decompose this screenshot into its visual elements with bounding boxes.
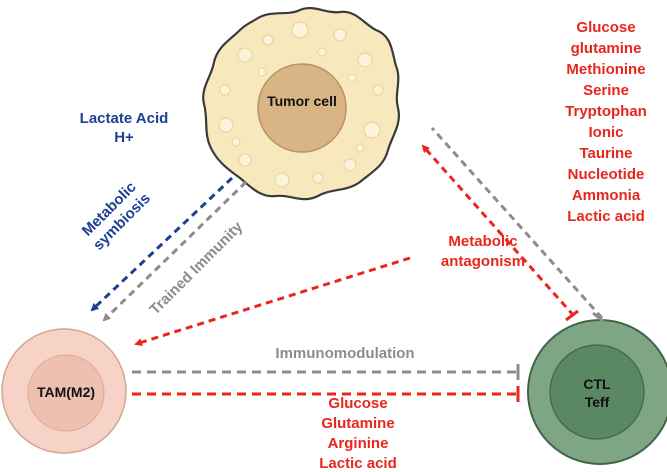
metabolite-item: Lactic acid bbox=[567, 208, 645, 225]
ctl-label: CTL bbox=[583, 376, 611, 392]
teff-label: Teff bbox=[585, 394, 610, 410]
metabolite-item: Ionic bbox=[588, 124, 623, 141]
trained-immunity-label: Trained Immunity bbox=[146, 218, 246, 318]
metabolite-item: Ammonia bbox=[572, 187, 641, 204]
tumor-cell bbox=[202, 6, 400, 201]
metabolite-item: Glucose bbox=[328, 395, 387, 412]
metabolite-item: Glutamine bbox=[321, 415, 394, 432]
metabolite-item: Taurine bbox=[579, 145, 632, 162]
metabolic-antagonism-label-1: Metabolic bbox=[448, 233, 517, 250]
metabolite-item: Nucleotide bbox=[568, 166, 645, 183]
metabolite-item: Methionine bbox=[566, 61, 645, 78]
metabolic-antagonism-label-2: antagonism bbox=[441, 253, 525, 270]
tam-ctl-metabolite-list: Glucose Glutamine Arginine Lactic acid bbox=[319, 395, 397, 472]
tumor-cell-label: Tumor cell bbox=[267, 93, 337, 109]
tam-label: TAM(M2) bbox=[37, 384, 95, 400]
h-plus-label: H+ bbox=[114, 129, 134, 146]
metabolite-item: Tryptophan bbox=[565, 103, 647, 120]
metabolite-item: Serine bbox=[583, 82, 629, 99]
lactate-acid-label: Lactate Acid bbox=[80, 110, 169, 127]
metabolite-item: glutamine bbox=[571, 40, 642, 57]
metabolic-antagonism-bar bbox=[565, 309, 579, 322]
metabolite-item: Arginine bbox=[328, 435, 389, 452]
tumor-ctl-metabolite-list: Glucose glutamine Methionine Serine Tryp… bbox=[565, 19, 647, 225]
metabolite-item: Glucose bbox=[576, 19, 635, 36]
metabolic-antagonism-arrow bbox=[421, 144, 576, 317]
immunomodulation-label: Immunomodulation bbox=[275, 345, 414, 362]
tumor-nucleus bbox=[257, 63, 347, 153]
metabolic-symbiosis-arrow bbox=[90, 176, 234, 312]
ctl-cell bbox=[527, 319, 667, 465]
tumor-ctl-inhibition-bar bbox=[592, 311, 606, 325]
tumor-ctl-inhibition-line bbox=[430, 126, 604, 320]
metabolite-item: Lactic acid bbox=[319, 455, 397, 472]
tam-cell bbox=[1, 328, 127, 454]
ctl-tam-arrow bbox=[134, 256, 411, 347]
trained-immunity-arrow bbox=[102, 180, 248, 322]
